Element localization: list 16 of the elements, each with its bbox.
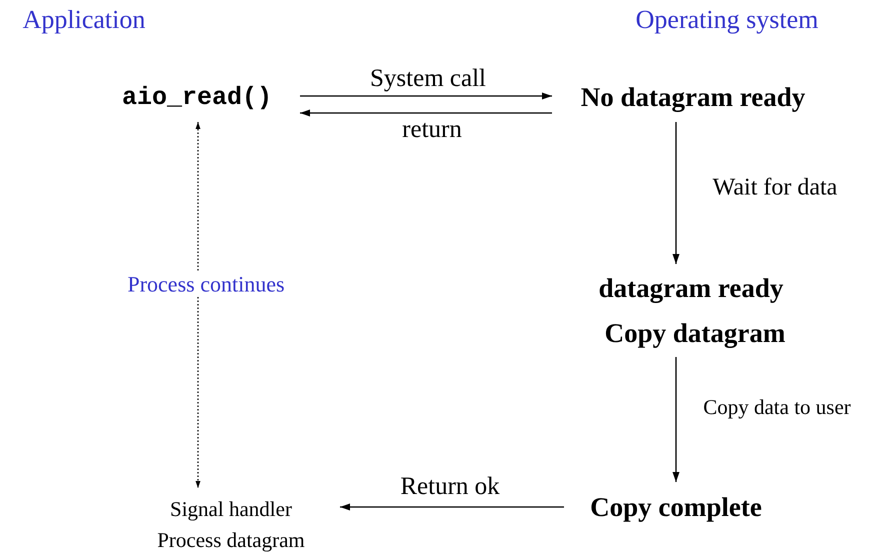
step-text: No datagram ready [580,82,806,112]
step-text: Copy complete [590,492,762,522]
arrow [196,122,200,488]
step-text: Process datagram [157,527,305,554]
edge-label: Process continues [125,272,287,296]
arrow [672,357,680,482]
arrow [300,110,552,116]
step-text: datagram ready [598,272,784,304]
arrow [300,92,552,100]
arrow [340,504,564,510]
arrow [672,122,680,264]
step-text: Copy datagram [604,318,786,348]
step-text: Signal handler [170,496,292,523]
column-heading: Operating system [636,5,818,35]
column-heading: Application [22,5,146,35]
function-call-text: aio_read() [122,82,272,112]
